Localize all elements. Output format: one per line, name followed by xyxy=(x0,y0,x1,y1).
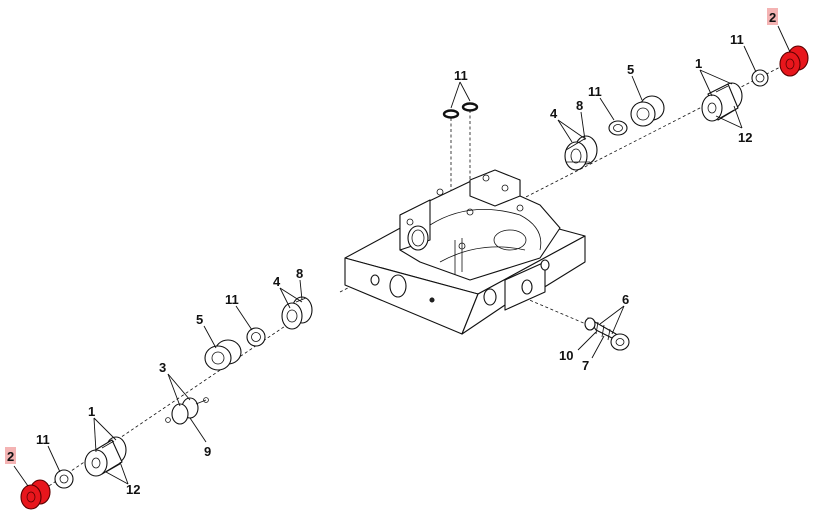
valve-insert-upper xyxy=(564,135,598,171)
housing-port-left xyxy=(407,225,429,251)
callout-6: 6 xyxy=(622,292,629,307)
callout-8-upper: 8 xyxy=(576,98,583,113)
callout-2-upper: 2 xyxy=(769,10,776,25)
o-ring-pair xyxy=(442,102,479,119)
callout-5-upper: 5 xyxy=(627,62,634,77)
callout-1-lower: 1 xyxy=(88,404,95,419)
valve-insert-lower xyxy=(281,296,313,330)
side-valve-assembly xyxy=(584,317,630,351)
axis-lower-left xyxy=(39,315,301,493)
callout-3: 3 xyxy=(159,360,166,375)
callout-labels: 2 2 11 4 8 11 5 1 12 11 6 7 10 4 8 11 5 … xyxy=(5,8,778,497)
callout-11-lower-left: 11 xyxy=(36,432,50,447)
spacer-upper xyxy=(630,95,665,127)
housing-mount-hole xyxy=(370,274,380,286)
housing-port-front xyxy=(389,274,407,298)
callout-2-lower: 2 xyxy=(7,449,14,464)
washer-upper-mid xyxy=(608,120,628,136)
valve-cartridge-upper xyxy=(701,82,743,122)
callout-10-side: 10 xyxy=(559,348,573,363)
callout-5-lower: 5 xyxy=(196,312,203,327)
callout-11-upper-right: 11 xyxy=(730,32,744,47)
washer-lower-left xyxy=(54,469,74,489)
callout-8-lower: 8 xyxy=(296,266,303,281)
callout-4-upper: 4 xyxy=(550,106,558,121)
washer-upper-right xyxy=(751,69,769,87)
callout-7: 7 xyxy=(582,358,589,373)
red-cap-lower xyxy=(20,479,51,510)
leader-lines xyxy=(13,25,791,487)
housing-port-boss xyxy=(521,279,533,295)
callout-2-upper-highlight xyxy=(767,8,778,25)
callout-10-top: 11 xyxy=(454,68,468,83)
callout-12-lower: 12 xyxy=(126,482,140,497)
housing-port-right xyxy=(483,288,497,306)
callout-11-upper-mid: 11 xyxy=(588,84,602,99)
callout-2-lower-highlight xyxy=(5,447,16,464)
callout-11-lower-mid: 11 xyxy=(225,292,239,307)
o-ring-right xyxy=(461,102,479,112)
callout-12-upper: 12 xyxy=(738,130,752,145)
housing-bolt-hole xyxy=(429,297,435,303)
callout-9: 9 xyxy=(204,444,211,459)
check-valve-lower xyxy=(165,397,209,425)
housing-block xyxy=(344,169,586,335)
valve-cartridge-lower xyxy=(84,436,127,477)
red-cap-upper xyxy=(779,45,809,77)
o-ring-left xyxy=(442,109,460,119)
callout-1-upper: 1 xyxy=(695,56,702,71)
spacer-lower xyxy=(204,339,242,371)
callout-4-lower: 4 xyxy=(273,274,281,289)
housing-top-tower xyxy=(469,169,521,207)
washer-lower-mid xyxy=(246,327,266,347)
